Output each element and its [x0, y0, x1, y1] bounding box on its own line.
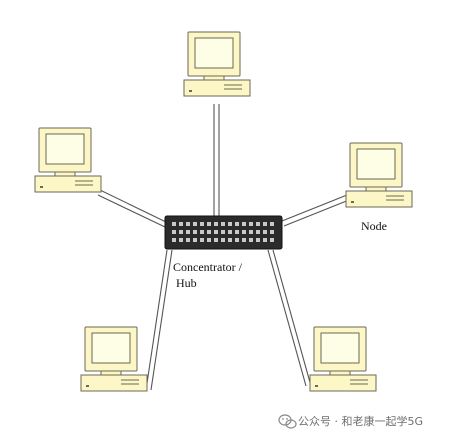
hub-port [200, 238, 204, 242]
hub-port [214, 222, 218, 226]
hub-port [228, 230, 232, 234]
hub-port [256, 238, 260, 242]
hub-port [214, 230, 218, 234]
hub-port [235, 222, 239, 226]
hub-port [179, 230, 183, 234]
hub-port [242, 222, 246, 226]
hub-port [263, 230, 267, 234]
hub-port [207, 222, 211, 226]
hub-port [193, 230, 197, 234]
hub-port [256, 230, 260, 234]
hub-port [186, 222, 190, 226]
wechat-logo-icon [278, 414, 297, 429]
hub-port [270, 238, 274, 242]
hub-port [200, 222, 204, 226]
hub-port [249, 222, 253, 226]
hub-port [249, 230, 253, 234]
hub-port [256, 222, 260, 226]
cable-upper-left [97, 189, 167, 228]
hub-port [270, 230, 274, 234]
hub-port [200, 230, 204, 234]
hub-port [242, 238, 246, 242]
hub-label-line2: Hub [176, 276, 197, 290]
cable-lower-left [145, 249, 173, 391]
hub-port [179, 238, 183, 242]
watermark-text: 公众号 · 和老康一起学5G [298, 414, 423, 428]
hub-port [235, 230, 239, 234]
hub-port [263, 238, 267, 242]
cable-top [213, 104, 220, 217]
cable-lower-right [267, 249, 312, 387]
hub-port [235, 238, 239, 242]
hub-port [270, 222, 274, 226]
hub-port [221, 222, 225, 226]
hub-port [228, 222, 232, 226]
computer-lower-left [80, 326, 148, 392]
hub-port [172, 222, 176, 226]
hub-port [172, 238, 176, 242]
watermark: 公众号 · 和老康一起学5G [278, 414, 423, 429]
hub [164, 215, 283, 250]
hub-port [207, 238, 211, 242]
hub-port [263, 222, 267, 226]
cables [97, 104, 350, 391]
hub-port [193, 238, 197, 242]
cable-upper-right [281, 194, 350, 227]
hub-port [193, 222, 197, 226]
node-label: Node [361, 219, 387, 233]
hub-port [221, 230, 225, 234]
hub-port [179, 222, 183, 226]
computer-top [183, 31, 251, 97]
computer-upper-right [345, 142, 413, 208]
hub-port [221, 238, 225, 242]
hub-port [214, 238, 218, 242]
hub-label-line1: Concentrator / [173, 260, 243, 274]
hub-port [172, 230, 176, 234]
hub-port [228, 238, 232, 242]
hub-port [207, 230, 211, 234]
computer-lower-right [309, 326, 377, 392]
hub-port [242, 230, 246, 234]
hub-ports [172, 222, 274, 242]
hub-port [186, 230, 190, 234]
hub-port [249, 238, 253, 242]
computer-upper-left [34, 127, 102, 193]
hub-port [186, 238, 190, 242]
